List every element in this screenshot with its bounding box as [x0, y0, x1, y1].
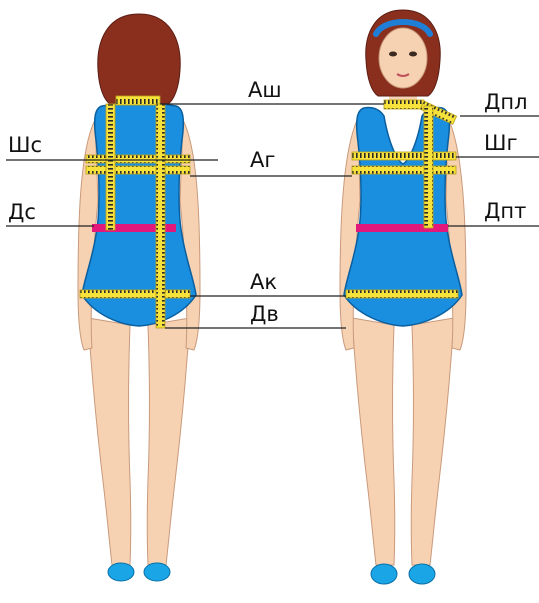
- back-left-arm: [78, 120, 98, 350]
- figure-back: [78, 14, 200, 581]
- front-hip-tape: [346, 290, 458, 298]
- front-right-shoe: [409, 564, 435, 584]
- label-ash: Аш: [248, 78, 282, 102]
- back-hair: [98, 14, 180, 104]
- back-left-leg: [88, 318, 131, 565]
- label-dpt: Дпт: [484, 199, 526, 223]
- back-vertical-tape-2: [156, 104, 165, 328]
- label-dv: Дв: [250, 302, 279, 326]
- back-right-leg: [147, 318, 190, 565]
- back-vertical-tape-1: [106, 104, 115, 230]
- label-ag: Аг: [250, 148, 275, 172]
- front-neck-tape: [384, 100, 424, 109]
- label-ak: Ак: [250, 270, 277, 294]
- back-chest-tape-2: [86, 166, 190, 174]
- front-right-leg: [411, 318, 454, 565]
- back-left-shoe: [108, 563, 134, 581]
- back-right-shoe: [144, 563, 170, 581]
- front-right-eye: [409, 52, 417, 57]
- figure-front: [340, 10, 466, 584]
- front-chest-tape-1: [352, 152, 456, 160]
- front-waist-belt: [356, 224, 448, 232]
- label-shs: Шс: [8, 133, 42, 157]
- label-dpl: Дпл: [484, 90, 528, 114]
- front-chest-tape-2: [352, 166, 456, 174]
- front-left-leg: [352, 318, 395, 565]
- front-vertical-tape: [424, 106, 433, 228]
- label-shg: Шг: [484, 131, 518, 155]
- back-right-arm: [180, 120, 200, 350]
- front-face: [379, 28, 427, 88]
- front-left-shoe: [371, 564, 397, 584]
- front-left-eye: [389, 52, 397, 57]
- back-chest-tape-1: [86, 155, 190, 163]
- back-hip-tape: [80, 290, 190, 298]
- back-shoulder-tape: [116, 96, 160, 105]
- label-ds: Дс: [8, 200, 36, 224]
